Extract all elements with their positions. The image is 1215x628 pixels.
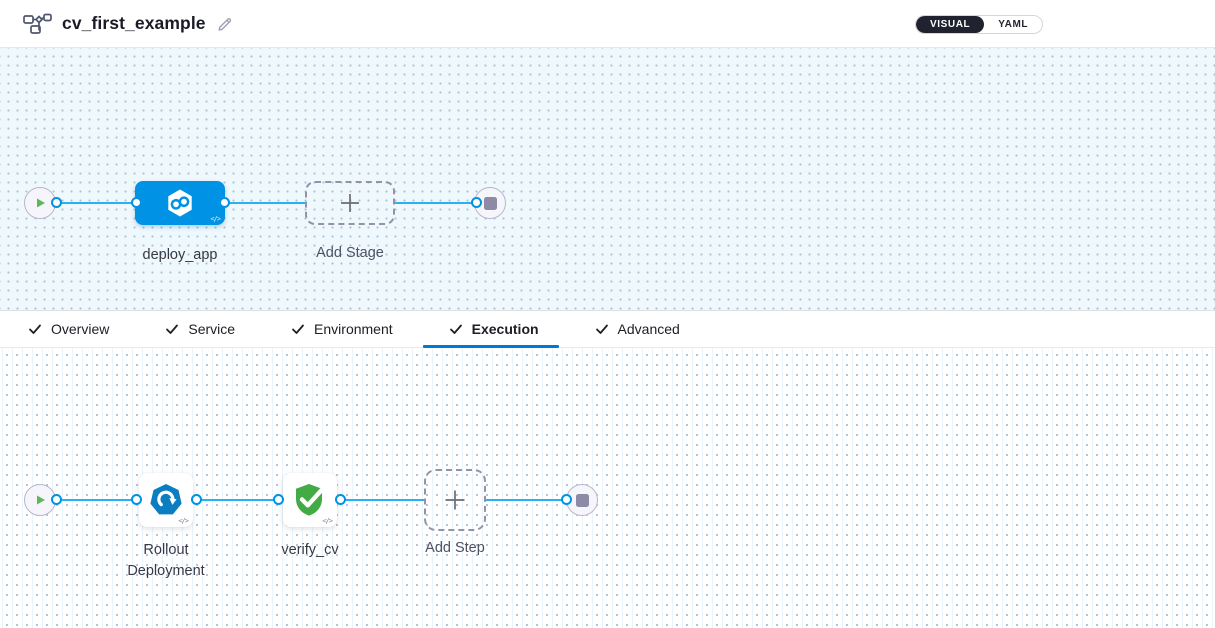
flow-line bbox=[225, 202, 307, 204]
pipeline-start-node bbox=[24, 187, 56, 219]
tab-overview[interactable]: Overview bbox=[28, 311, 109, 347]
yaml-toggle-button[interactable]: YAML bbox=[984, 16, 1042, 33]
play-icon bbox=[33, 493, 47, 507]
check-icon bbox=[28, 322, 42, 336]
verify-shield-check-icon bbox=[290, 480, 330, 520]
execution-start-node bbox=[24, 484, 56, 516]
stage-node-deploy-app[interactable]: </> bbox=[135, 181, 225, 225]
tab-label: Execution bbox=[471, 321, 539, 337]
connector-dot bbox=[131, 197, 142, 208]
step-label-verify-cv: verify_cv bbox=[281, 542, 339, 558]
edit-pencil-icon[interactable] bbox=[216, 15, 234, 33]
check-icon bbox=[449, 322, 463, 336]
step-node-verify-cv[interactable]: </> bbox=[283, 473, 337, 527]
check-icon bbox=[595, 322, 609, 336]
cd-infinity-hexagon-icon bbox=[164, 187, 196, 219]
check-icon bbox=[165, 322, 179, 336]
connector-dot bbox=[191, 494, 202, 505]
pipeline-flowchart-icon bbox=[22, 12, 52, 36]
play-icon bbox=[33, 196, 47, 210]
tab-label: Environment bbox=[314, 321, 393, 337]
stage-config-tabs: Overview Service Environment Execution A… bbox=[0, 310, 1215, 348]
plus-icon bbox=[443, 488, 467, 512]
check-icon bbox=[291, 322, 305, 336]
stop-icon bbox=[483, 196, 497, 210]
connector-dot bbox=[273, 494, 284, 505]
yaml-code-icon: </> bbox=[210, 215, 221, 223]
connector-dot bbox=[335, 494, 346, 505]
tab-label: Overview bbox=[51, 321, 110, 337]
execution-steps-canvas: </> </> Rollout Deployment verify_cv Add… bbox=[0, 348, 1215, 628]
view-mode-toggle: VISUAL YAML bbox=[915, 15, 1044, 34]
step-node-rollout-deployment[interactable]: </> bbox=[139, 473, 193, 527]
step-label-rollout-deployment: Rollout Deployment bbox=[127, 542, 205, 579]
stop-icon bbox=[575, 493, 589, 507]
tab-service[interactable]: Service bbox=[165, 311, 235, 347]
flow-line bbox=[57, 499, 137, 501]
page-title: cv_first_example bbox=[62, 13, 206, 33]
tab-environment[interactable]: Environment bbox=[291, 311, 393, 347]
connector-dot bbox=[51, 197, 62, 208]
tab-label: Service bbox=[188, 321, 236, 337]
stage-node-label: deploy_app bbox=[142, 247, 218, 263]
flow-line bbox=[197, 499, 279, 501]
connector-dot bbox=[561, 494, 572, 505]
stage-pipeline-canvas: </> deploy_app Add Stage bbox=[0, 48, 1215, 310]
add-step-label: Add Step bbox=[425, 540, 485, 556]
add-stage-label: Add Stage bbox=[316, 245, 384, 261]
flow-line bbox=[341, 499, 424, 501]
flow-line bbox=[57, 202, 137, 204]
tab-execution[interactable]: Execution bbox=[422, 311, 559, 348]
connector-dot bbox=[219, 197, 230, 208]
tab-label: Advanced bbox=[617, 321, 680, 337]
k8s-rollout-icon bbox=[148, 482, 184, 518]
yaml-code-icon: </> bbox=[322, 517, 333, 525]
plus-icon bbox=[339, 192, 361, 214]
connector-dot bbox=[51, 494, 62, 505]
add-step-button[interactable] bbox=[424, 469, 486, 531]
flow-line bbox=[395, 202, 478, 204]
pipeline-header: cv_first_example VISUAL YAML bbox=[0, 0, 1215, 48]
connector-dot bbox=[131, 494, 142, 505]
add-stage-button[interactable] bbox=[305, 181, 395, 225]
connector-dot bbox=[471, 197, 482, 208]
flow-line bbox=[486, 499, 567, 501]
tab-advanced[interactable]: Advanced bbox=[595, 311, 680, 347]
yaml-code-icon: </> bbox=[178, 517, 189, 525]
pipeline-end-node bbox=[474, 187, 506, 219]
visual-toggle-button[interactable]: VISUAL bbox=[916, 16, 985, 33]
